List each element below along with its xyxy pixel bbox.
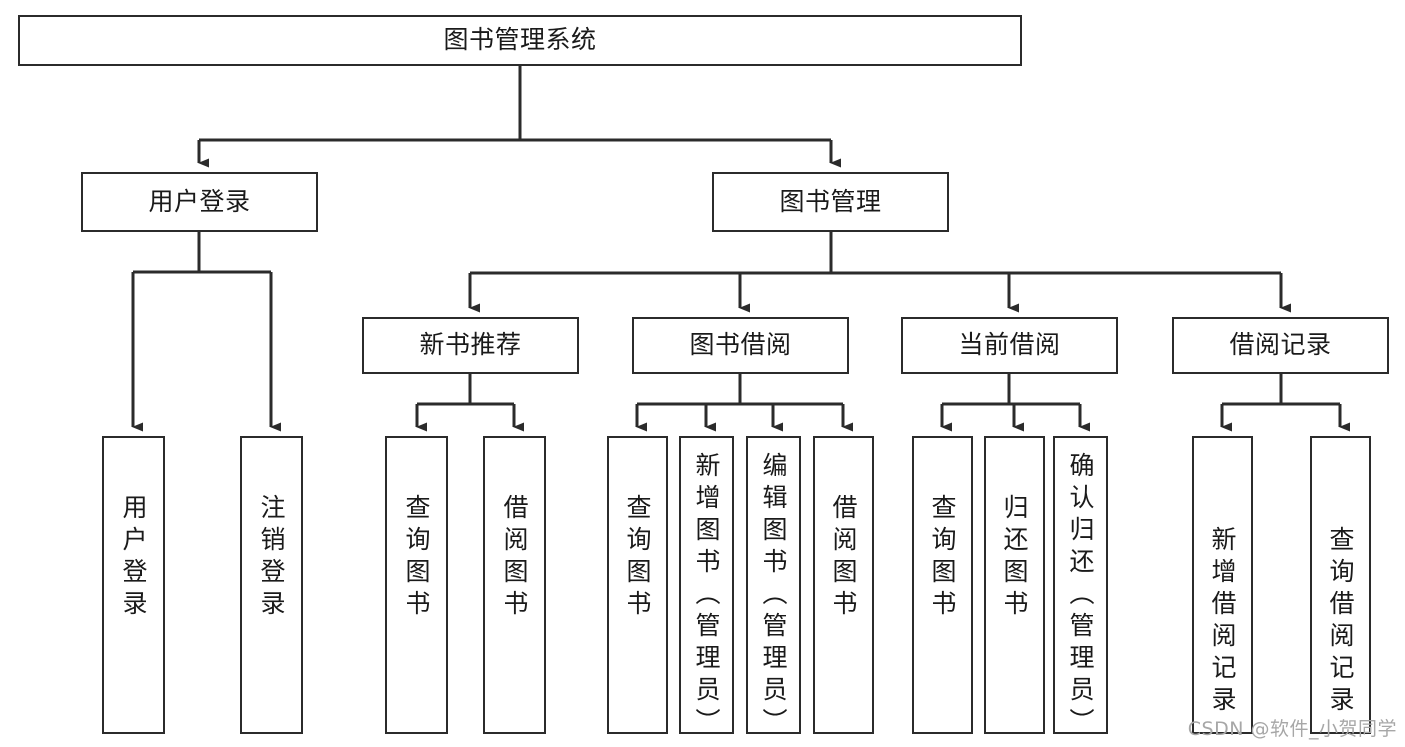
node-label: 新增借阅记录 <box>1208 526 1237 718</box>
node-leaf-confirm-return-admin[interactable]: 确认归还（管理员） <box>1053 436 1108 740</box>
node-label: 图书管理 <box>779 186 882 216</box>
node-label: 查询借阅记录 <box>1326 526 1355 718</box>
node-label: 新增图书（管理员） <box>692 452 721 740</box>
node-label: 编辑图书（管理员） <box>759 452 788 740</box>
node-new-book-recommend[interactable]: 新书推荐 <box>362 317 579 374</box>
node-label: 确认归还（管理员） <box>1066 452 1095 740</box>
node-leaf-add-book-admin[interactable]: 新增图书（管理员） <box>679 436 734 740</box>
node-label: 当前借阅 <box>958 330 1061 360</box>
node-label: 查询图书 <box>928 494 957 622</box>
node-borrow-record[interactable]: 借阅记录 <box>1172 317 1389 374</box>
node-leaf-return-book[interactable]: 归还图书 <box>984 436 1045 734</box>
node-label: 借阅图书 <box>500 494 529 622</box>
node-label: 注销登录 <box>257 494 286 622</box>
node-leaf-borrow-book[interactable]: 借阅图书 <box>813 436 874 734</box>
node-leaf-user-logout[interactable]: 注销登录 <box>240 436 303 734</box>
node-book-manage[interactable]: 图书管理 <box>712 172 949 232</box>
node-leaf-add-borrow-record[interactable]: 新增借阅记录 <box>1192 436 1253 734</box>
node-label: 图书管理系统 <box>443 25 597 55</box>
node-label: 查询图书 <box>623 494 652 622</box>
node-leaf-query-borrow-record[interactable]: 查询借阅记录 <box>1310 436 1371 734</box>
node-book-borrow[interactable]: 图书借阅 <box>632 317 849 374</box>
node-label: 借阅图书 <box>829 494 858 622</box>
node-leaf-query-book-borrow[interactable]: 查询图书 <box>607 436 668 734</box>
node-user-login[interactable]: 用户登录 <box>81 172 318 232</box>
node-current-borrow[interactable]: 当前借阅 <box>901 317 1118 374</box>
node-leaf-borrow-book-rec[interactable]: 借阅图书 <box>483 436 546 734</box>
node-root-system[interactable]: 图书管理系统 <box>18 15 1022 66</box>
csdn-watermark: CSDN @软件_小贺同学 <box>1187 718 1397 740</box>
node-label: 图书借阅 <box>689 330 792 360</box>
node-leaf-query-book-rec[interactable]: 查询图书 <box>385 436 448 734</box>
node-leaf-query-book-current[interactable]: 查询图书 <box>912 436 973 734</box>
node-label: 用户登录 <box>148 186 251 216</box>
node-leaf-edit-book-admin[interactable]: 编辑图书（管理员） <box>746 436 801 740</box>
node-leaf-user-login[interactable]: 用户登录 <box>102 436 165 734</box>
node-label: 归还图书 <box>1000 494 1029 622</box>
node-label: 借阅记录 <box>1229 330 1332 360</box>
node-label: 新书推荐 <box>419 330 522 360</box>
node-label: 用户登录 <box>119 494 148 622</box>
node-label: 查询图书 <box>402 494 431 622</box>
